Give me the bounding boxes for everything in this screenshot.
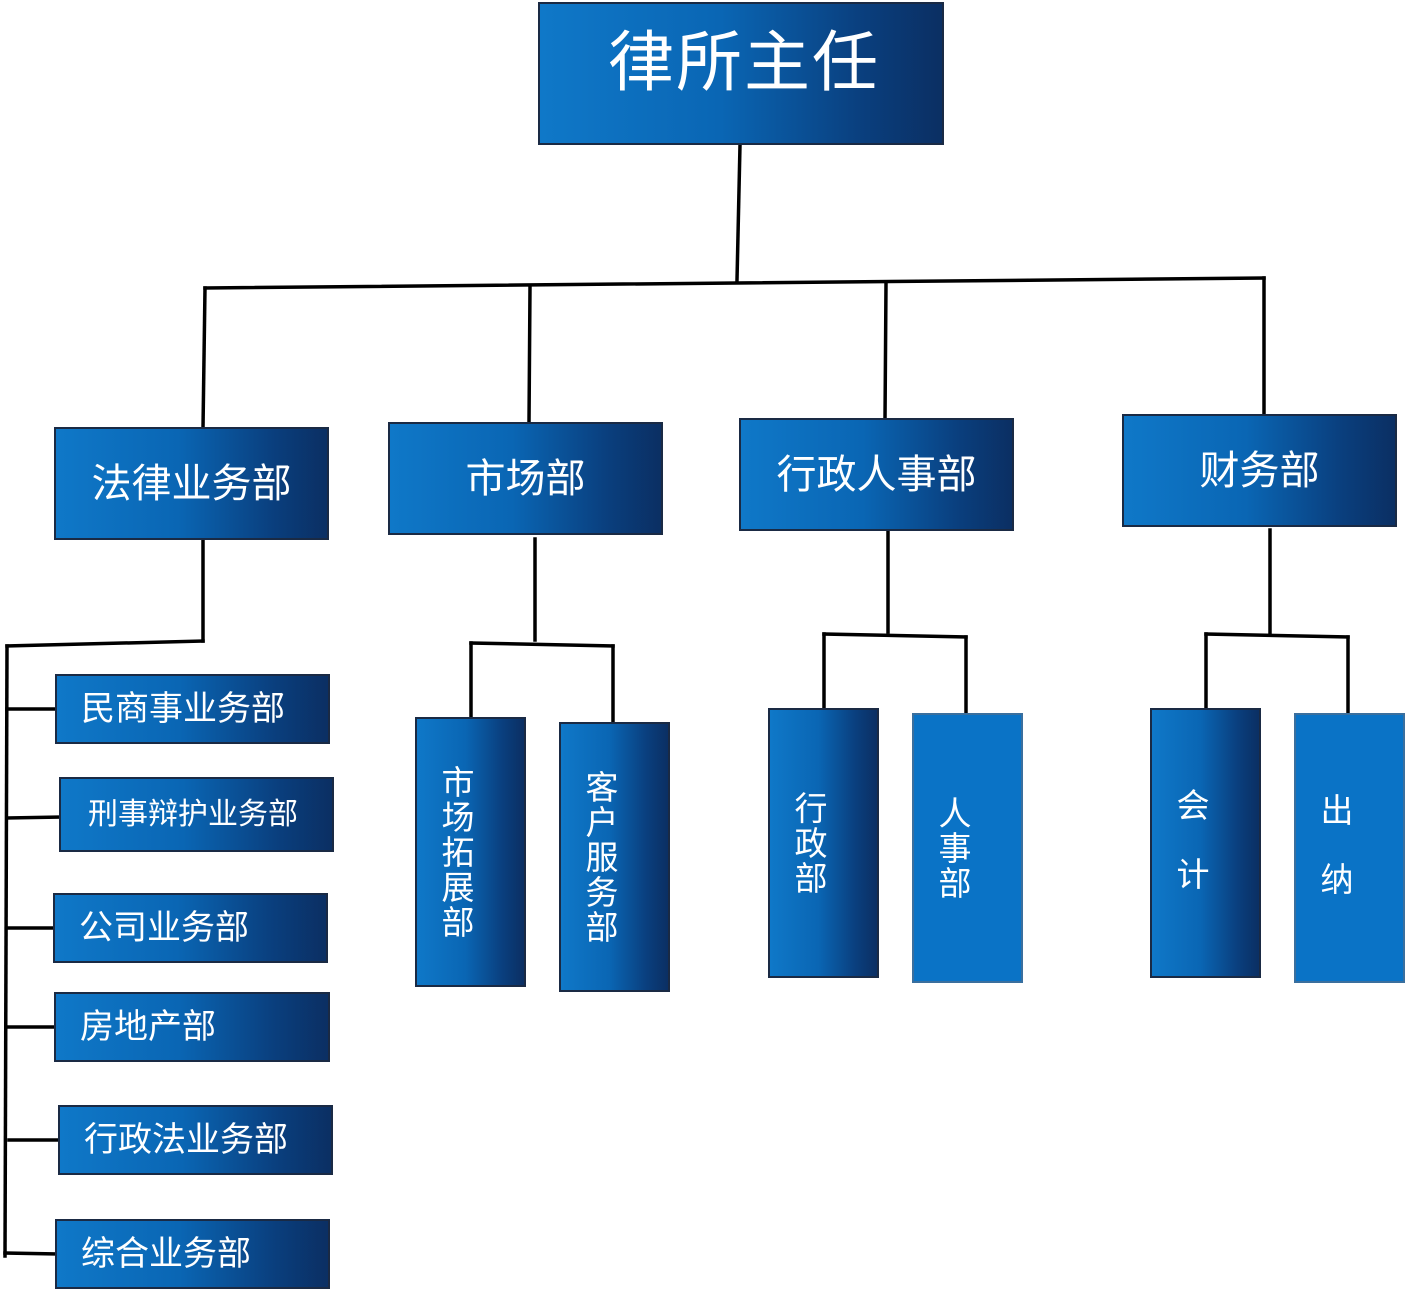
root-box: 律所主任 xyxy=(538,2,944,145)
legal-sub-label: 民商事业务部 xyxy=(81,689,285,729)
root-label: 律所主任 xyxy=(608,23,880,101)
dept-finance-label: 财务部 xyxy=(1199,447,1320,494)
market-sub-label: 客户服务部 xyxy=(580,769,619,945)
legal-sub-label: 综合业务部 xyxy=(81,1234,251,1274)
legal-sub-label: 行政法业务部 xyxy=(84,1120,288,1160)
dept-admin-box: 行政人事部 xyxy=(739,418,1014,531)
dept-admin-label: 行政人事部 xyxy=(776,451,977,498)
legal-sub-box: 行政法业务部 xyxy=(58,1105,333,1175)
admin-sub-label: 人事部 xyxy=(933,795,972,901)
admin-sub-box: 人事部 xyxy=(912,713,1023,983)
finance-sub-label: 会计 xyxy=(1171,788,1210,926)
finance-sub-label: 出纳 xyxy=(1315,793,1354,931)
admin-sub-label: 行政部 xyxy=(789,790,828,896)
legal-sub-box: 综合业务部 xyxy=(55,1219,330,1289)
legal-sub-box: 房地产部 xyxy=(54,992,330,1062)
legal-sub-label: 公司业务部 xyxy=(79,908,249,948)
finance-sub-box: 出纳 xyxy=(1294,713,1405,983)
admin-sub-box: 行政部 xyxy=(768,708,879,978)
finance-sub-box: 会计 xyxy=(1150,708,1261,978)
legal-sub-label: 房地产部 xyxy=(80,1007,216,1047)
dept-market-box: 市场部 xyxy=(388,422,663,535)
legal-sub-box: 刑事辩护业务部 xyxy=(59,777,334,852)
legal-sub-box: 公司业务部 xyxy=(53,893,328,963)
dept-legal-label: 法律业务部 xyxy=(91,460,292,507)
market-sub-label: 市场拓展部 xyxy=(436,764,475,940)
market-sub-box: 市场拓展部 xyxy=(415,717,526,987)
legal-sub-label: 刑事辩护业务部 xyxy=(88,796,298,832)
dept-legal-box: 法律业务部 xyxy=(54,427,329,540)
market-sub-box: 客户服务部 xyxy=(559,722,670,992)
dept-market-label: 市场部 xyxy=(465,455,586,502)
legal-sub-box: 民商事业务部 xyxy=(55,674,330,744)
dept-finance-box: 财务部 xyxy=(1122,414,1397,527)
